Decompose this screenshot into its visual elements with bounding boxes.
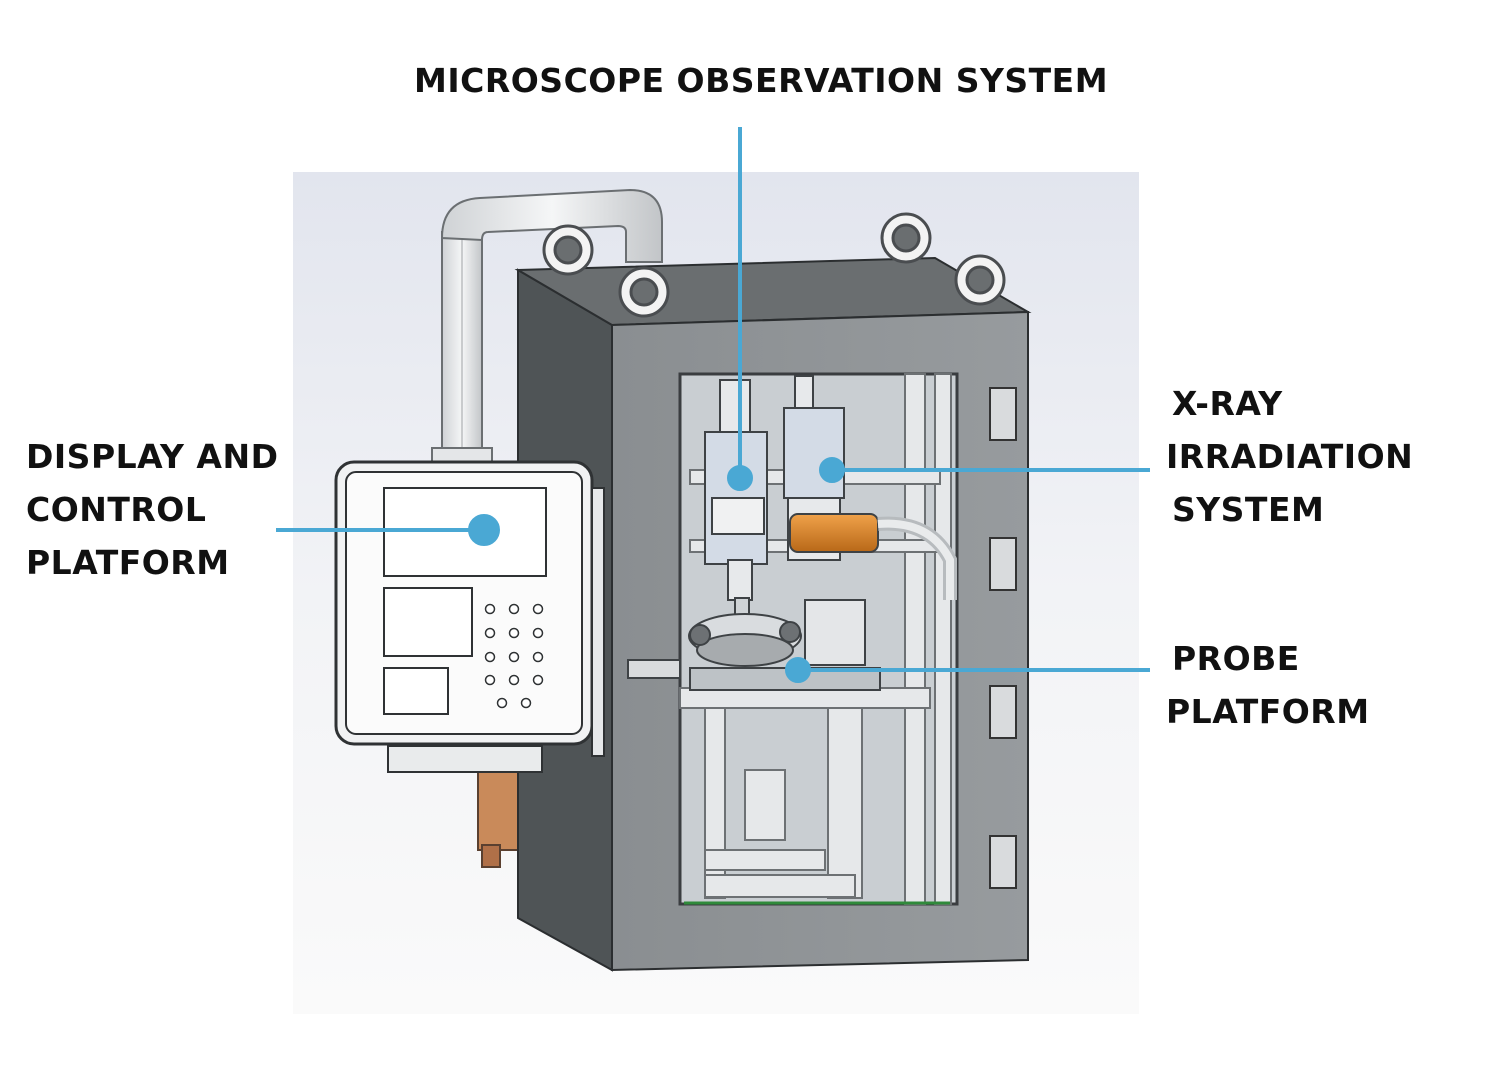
control-keypad xyxy=(484,603,544,709)
label-line: X-RAY xyxy=(1172,384,1283,423)
label-line: CONTROL xyxy=(26,490,207,529)
leader-lines xyxy=(276,127,1150,683)
keypad-button xyxy=(484,627,496,639)
label-xray-irradiation-system: X-RAY IRRADIATION SYSTEM xyxy=(1166,377,1413,536)
dot-microscope xyxy=(727,465,753,491)
keypad-button xyxy=(532,627,544,639)
keypad-button xyxy=(508,627,520,639)
label-line: MICROSCOPE OBSERVATION SYSTEM xyxy=(414,61,1109,100)
label-microscope-observation-system: MICROSCOPE OBSERVATION SYSTEM xyxy=(414,54,1108,107)
door-hinges xyxy=(989,387,1017,889)
label-line: PROBE xyxy=(1172,639,1300,678)
keypad-button xyxy=(484,674,496,686)
control-panel xyxy=(334,460,605,773)
microscope-column xyxy=(704,375,814,625)
dot-probe xyxy=(785,657,811,683)
support-arm xyxy=(431,188,663,467)
keypad-button xyxy=(508,674,520,686)
xray-source xyxy=(783,407,957,600)
keypad-button xyxy=(532,603,544,615)
dot-display xyxy=(468,514,500,546)
label-line: IRRADIATION xyxy=(1166,437,1414,476)
keypad-button xyxy=(484,603,496,615)
keypad-button xyxy=(532,674,544,686)
probe-stage xyxy=(627,599,881,691)
keypad-button xyxy=(496,697,508,709)
label-line: PLATFORM xyxy=(1166,692,1370,731)
keypad-button xyxy=(520,697,532,709)
keypad-button xyxy=(532,651,544,663)
label-display-and-control-platform: DISPLAY AND CONTROL PLATFORM xyxy=(26,430,278,589)
dot-xray xyxy=(819,457,845,483)
keypad-button xyxy=(508,651,520,663)
label-line: SYSTEM xyxy=(1172,490,1325,529)
label-probe-platform: PROBE PLATFORM xyxy=(1166,632,1370,738)
eye-bolts xyxy=(542,212,1006,318)
label-line: DISPLAY AND xyxy=(26,437,279,476)
keypad-button xyxy=(484,651,496,663)
label-line: PLATFORM xyxy=(26,543,230,582)
keypad-button xyxy=(508,603,520,615)
